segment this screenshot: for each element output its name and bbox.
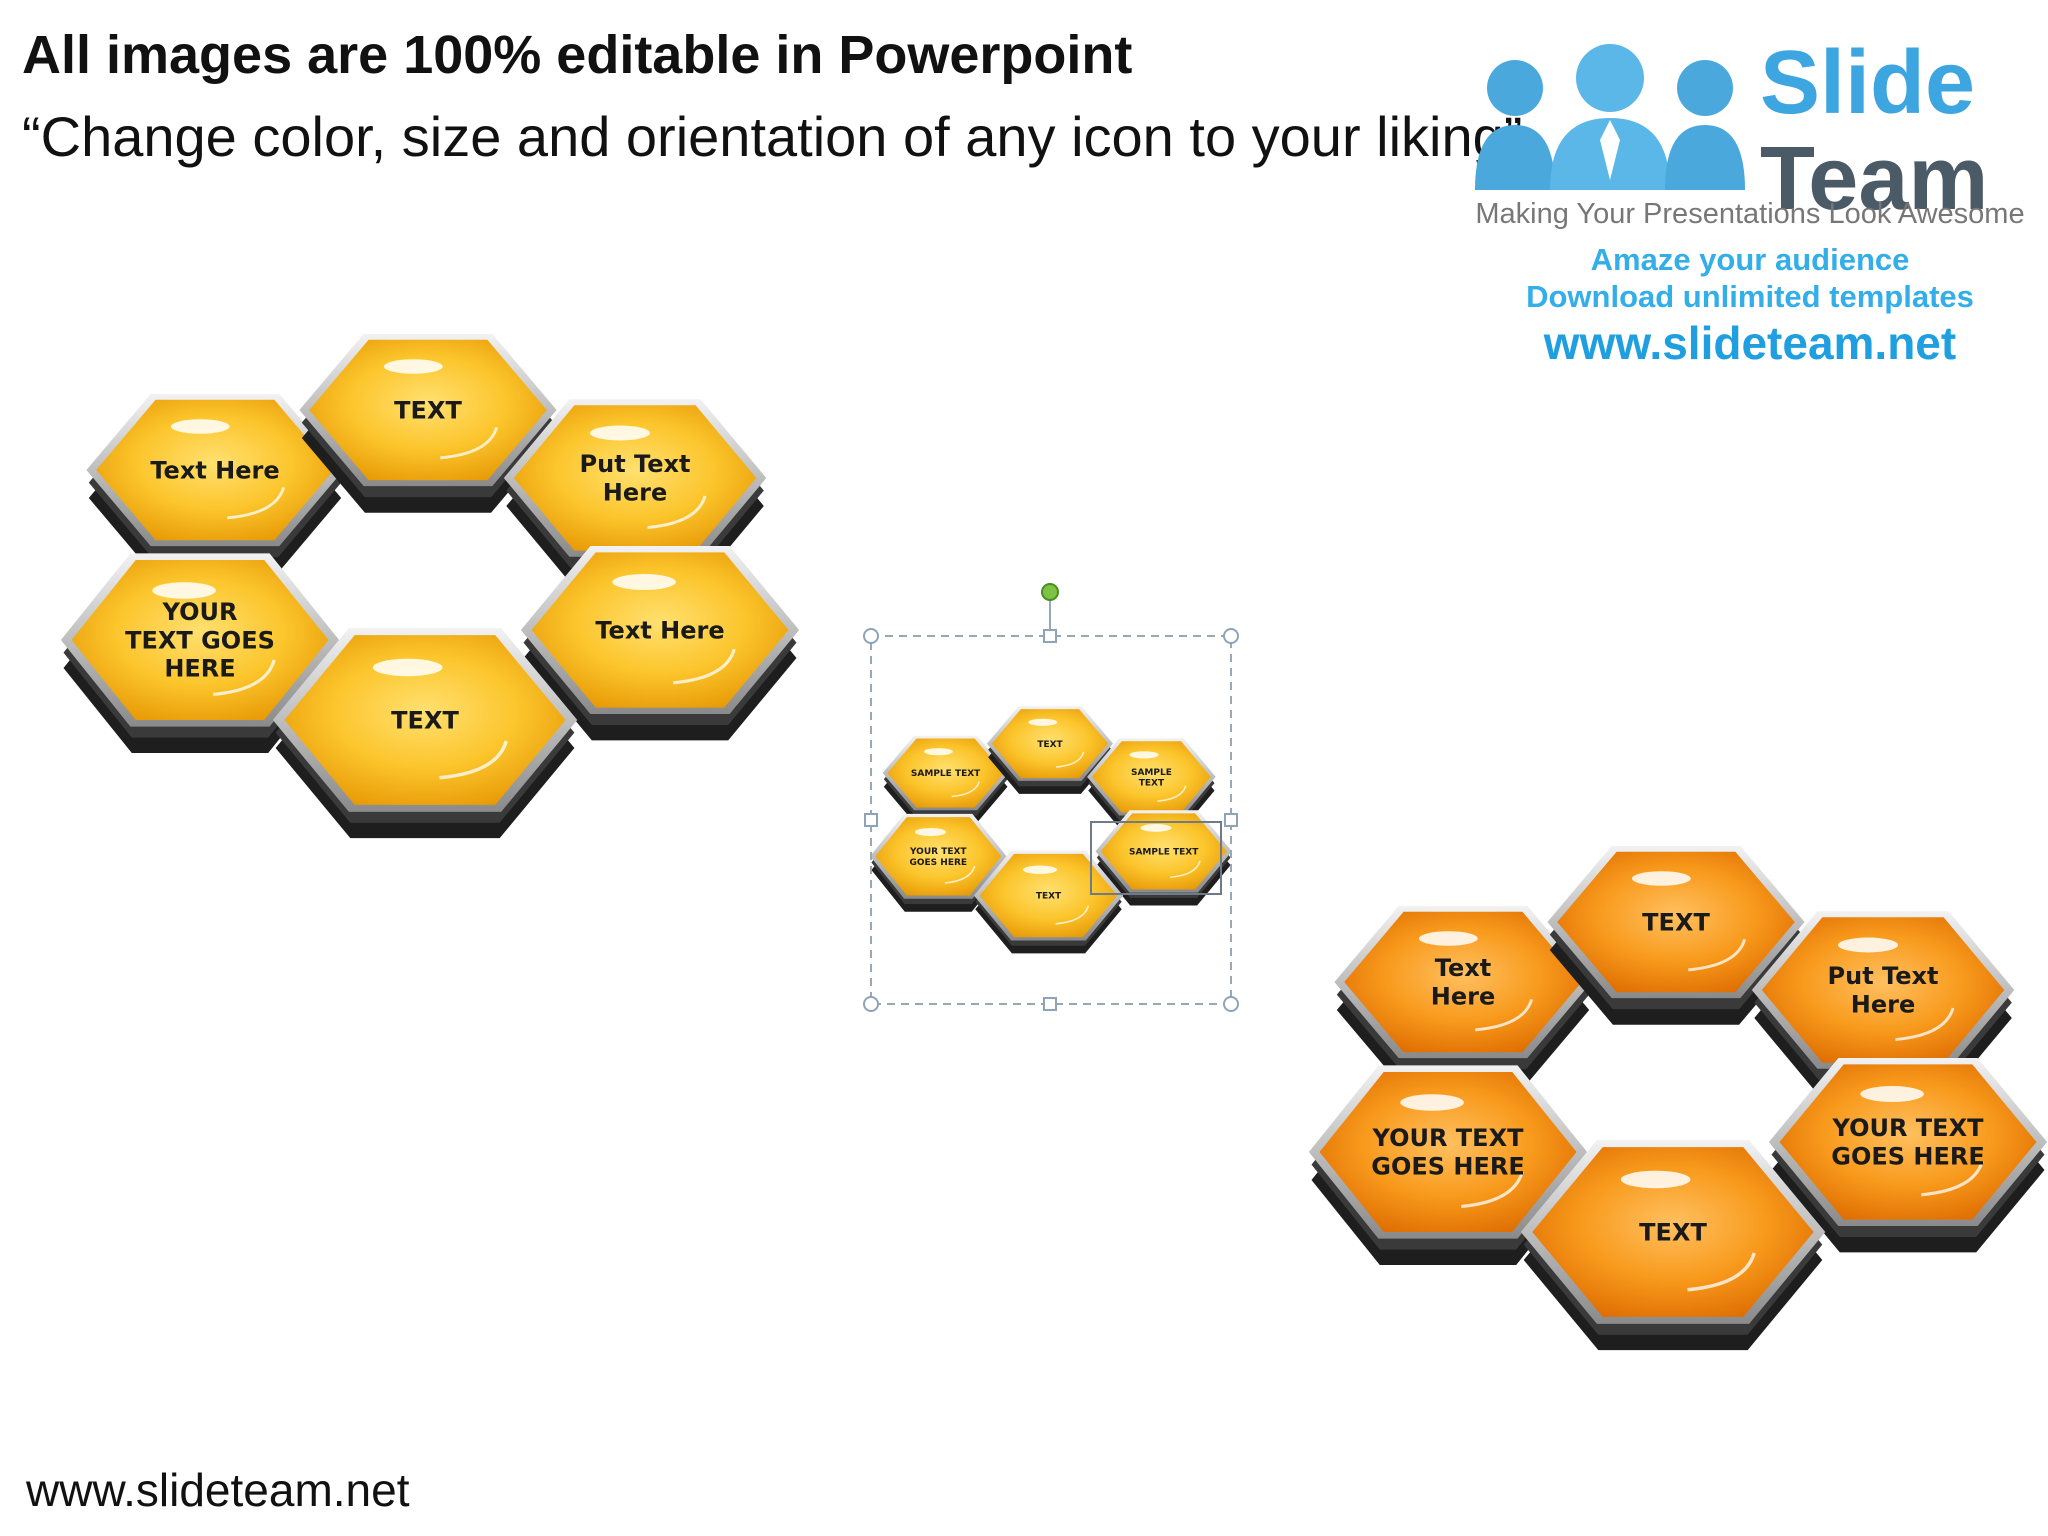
rotation-handle[interactable] — [1042, 584, 1058, 600]
corner-resize-handle[interactable] — [864, 997, 878, 1011]
corner-resize-handle[interactable] — [864, 629, 878, 643]
side-resize-handle[interactable] — [865, 814, 877, 826]
corner-resize-handle[interactable] — [1224, 629, 1238, 643]
small-hex-top-label: TEXT — [1037, 740, 1063, 750]
corner-resize-handle[interactable] — [1224, 997, 1238, 1011]
orange-hex-top-label: TEXT — [1642, 908, 1710, 936]
footer-url[interactable]: www.slideteam.net — [26, 1463, 410, 1517]
yellow-hex-bottom-label: TEXT — [391, 706, 459, 734]
small-hex-upper-left-label: SAMPLE TEXT — [911, 769, 981, 779]
orange-hex-bottom-label: TEXT — [1639, 1218, 1707, 1246]
side-resize-handle[interactable] — [1044, 630, 1056, 642]
side-resize-handle[interactable] — [1225, 814, 1237, 826]
small-hex-bottom-label: TEXT — [1036, 892, 1062, 902]
side-resize-handle[interactable] — [1044, 998, 1056, 1010]
small-hex-lower-right-label: SAMPLE TEXT — [1129, 848, 1199, 858]
yellow-hex-lower-right-label: Text Here — [595, 616, 724, 644]
yellow-hex-top-label: TEXT — [394, 396, 462, 424]
yellow-hex-upper-left-label: Text Here — [150, 456, 279, 484]
